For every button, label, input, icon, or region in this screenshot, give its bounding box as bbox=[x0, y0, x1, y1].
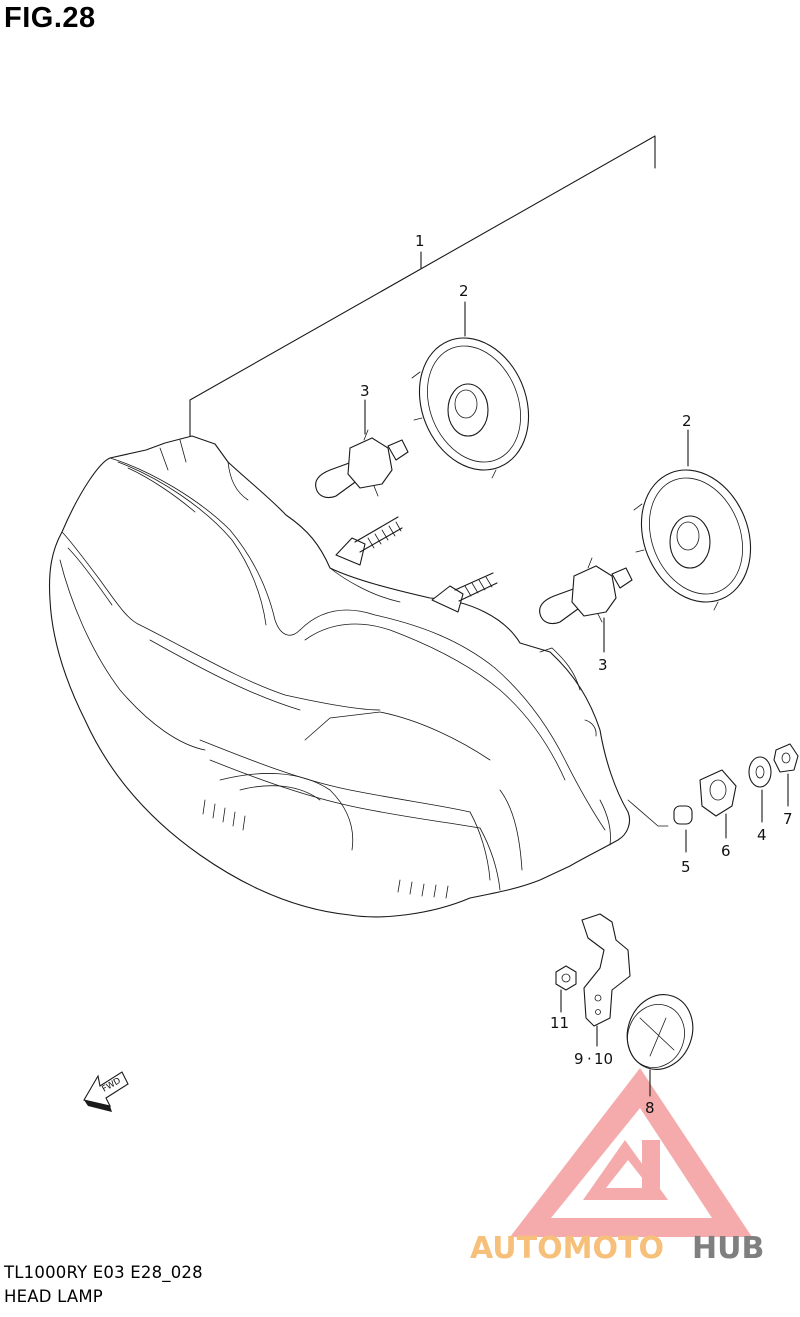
assembly-leader bbox=[189, 135, 656, 437]
watermark-text-part2: HUB bbox=[692, 1231, 764, 1266]
callout-3-upper: 3 bbox=[360, 382, 370, 400]
bracket-assembly bbox=[555, 913, 631, 1047]
callout-separator: · bbox=[587, 1050, 592, 1068]
mounting-studs bbox=[335, 516, 498, 613]
callout-6: 6 bbox=[721, 842, 731, 860]
model-code: TL1000RY E03 E28_028 bbox=[4, 1263, 203, 1282]
watermark-logo bbox=[510, 1068, 752, 1237]
callout-4: 4 bbox=[757, 826, 767, 844]
watermark-wordmark: AUTOMOTO HUB bbox=[470, 1231, 764, 1266]
callout-7: 7 bbox=[783, 810, 793, 828]
bulb-ring-upper bbox=[411, 301, 530, 479]
callout-2-upper: 2 bbox=[459, 282, 469, 300]
bulb-upper bbox=[315, 399, 409, 499]
forward-direction-arrow: FWD bbox=[83, 1071, 129, 1112]
callouts: 1 2 2 3 3 5 6 4 7 11 9 · 10 8 bbox=[360, 232, 793, 1117]
section-name: HEAD LAMP bbox=[4, 1287, 103, 1306]
bulb-ring-lower bbox=[633, 429, 752, 611]
callout-9: 9 bbox=[574, 1050, 584, 1068]
callout-8: 8 bbox=[645, 1099, 655, 1117]
watermark-text-part1: AUTOMOTO bbox=[470, 1231, 664, 1266]
rubber-cap bbox=[626, 994, 694, 1097]
headlamp-housing bbox=[49, 435, 631, 918]
callout-2-lower: 2 bbox=[682, 412, 692, 430]
figure-title: FIG.28 bbox=[4, 2, 96, 34]
bulb-lower bbox=[539, 557, 633, 653]
hardware-small bbox=[627, 743, 799, 853]
callout-1: 1 bbox=[415, 232, 425, 250]
callout-10: 10 bbox=[594, 1050, 613, 1068]
callout-5: 5 bbox=[681, 858, 691, 876]
callout-11: 11 bbox=[550, 1014, 569, 1032]
callout-3-lower: 3 bbox=[598, 656, 608, 674]
